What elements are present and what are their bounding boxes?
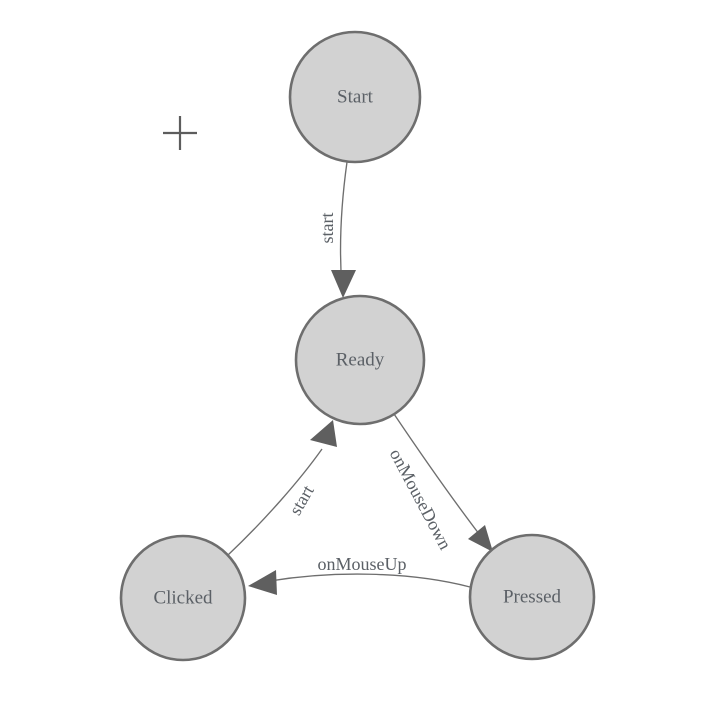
edge-label-clicked-to-ready: start — [285, 482, 318, 519]
node-clicked[interactable]: Clicked — [119, 534, 247, 662]
arrowhead-pressed-to-clicked — [248, 570, 277, 595]
arrowhead-start-to-ready — [331, 270, 356, 298]
node-label-start: Start — [337, 86, 374, 107]
node-label-pressed: Pressed — [503, 586, 562, 607]
node-start[interactable]: Start — [288, 30, 422, 164]
arrowhead-clicked-to-ready — [310, 420, 337, 447]
node-circle-ready[interactable] — [294, 294, 426, 426]
crosshair-icon[interactable] — [163, 116, 197, 150]
edge-path-start-to-ready[interactable] — [339, 161, 348, 289]
edge-clicked-to-ready[interactable]: start — [227, 420, 337, 556]
marker-layer — [163, 116, 197, 150]
edge-pressed-to-clicked[interactable]: onMouseUp — [248, 554, 471, 595]
node-pressed[interactable]: Pressed — [468, 533, 596, 661]
edge-start-to-ready[interactable]: start — [317, 161, 356, 298]
edge-label-ready-to-pressed: onMouseDown — [386, 445, 456, 552]
node-ready[interactable]: Ready — [294, 294, 426, 426]
node-label-ready: Ready — [336, 349, 385, 370]
edge-label-pressed-to-clicked: onMouseUp — [318, 554, 407, 574]
arrowhead-ready-to-pressed — [468, 525, 493, 552]
edge-path-pressed-to-clicked[interactable] — [269, 573, 471, 588]
edge-path-clicked-to-ready[interactable] — [227, 448, 323, 556]
node-label-clicked: Clicked — [153, 587, 213, 608]
node-circle-clicked[interactable] — [119, 534, 247, 662]
edge-label-start-to-ready: start — [317, 213, 337, 244]
edge-ready-to-pressed[interactable]: onMouseDown — [386, 413, 493, 553]
node-circle-start[interactable] — [288, 30, 422, 164]
node-circle-pressed[interactable] — [468, 533, 596, 661]
node-layer: Start Ready Clicked Pressed — [119, 30, 596, 662]
